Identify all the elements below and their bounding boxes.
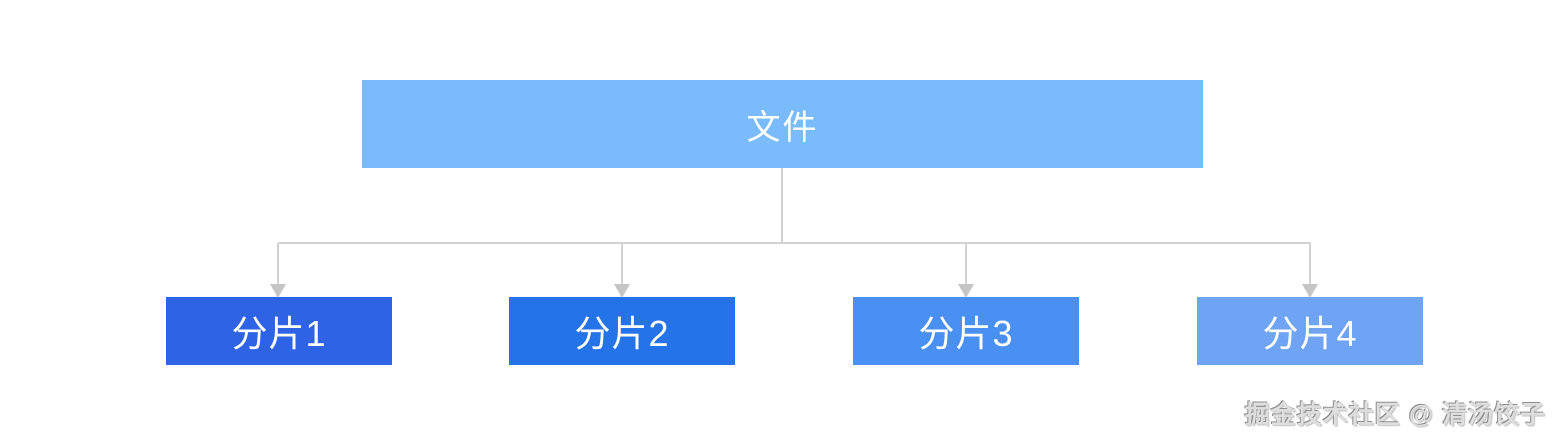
connector-drop-shard-2 [621, 243, 623, 285]
connector-drop-shard-1 [277, 243, 279, 285]
connector-root-stub [781, 168, 783, 243]
arrow-down-icon [614, 284, 630, 298]
arrow-down-icon [958, 284, 974, 298]
watermark: 掘金技术社区 @ 清汤饺子 [1244, 401, 1546, 429]
node-file-label: 文件 [746, 108, 819, 147]
node-file: 文件 [362, 80, 1203, 168]
node-shard-1-label: 分片1 [231, 313, 327, 354]
arrow-down-icon [1302, 284, 1318, 298]
connector-horizontal [278, 242, 1311, 244]
node-shard-4-label: 分片4 [1262, 313, 1358, 354]
node-shard-2: 分片2 [509, 297, 735, 365]
connector-drop-shard-3 [965, 243, 967, 285]
node-shard-2-label: 分片2 [574, 313, 670, 354]
node-shard-3: 分片3 [853, 297, 1079, 365]
arrow-down-icon [270, 284, 286, 298]
node-shard-4: 分片4 [1197, 297, 1423, 365]
node-shard-3-label: 分片3 [918, 313, 1014, 354]
node-shard-1: 分片1 [166, 297, 392, 365]
connector-drop-shard-4 [1309, 243, 1311, 285]
